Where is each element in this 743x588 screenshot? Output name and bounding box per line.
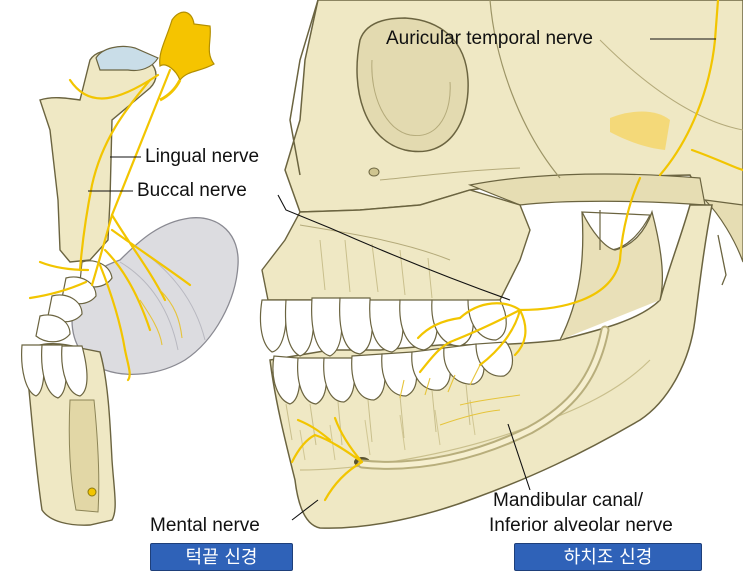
- section-cartilage: [96, 46, 158, 70]
- skull-lateral-view: [260, 0, 743, 528]
- trigeminal-ganglion: [160, 12, 214, 80]
- label-mandibular-canal: Mandibular canal/: [493, 490, 643, 512]
- label-inferior-alveolar-nerve: Inferior alveolar nerve: [489, 515, 673, 537]
- label-buccal-nerve: Buccal nerve: [137, 180, 247, 202]
- coronal-section-view: [22, 12, 239, 525]
- label-mental-nerve: Mental nerve: [150, 515, 260, 537]
- badge-mental-nerve-korean: 턱끝 신경: [150, 543, 293, 571]
- badge-inferior-alveolar-korean: 하치조 신경: [514, 543, 702, 571]
- section-bone: [40, 50, 156, 262]
- label-lingual-nerve: Lingual nerve: [145, 146, 259, 168]
- label-auriculotemporal-nerve: Auricular temporal nerve: [386, 28, 593, 50]
